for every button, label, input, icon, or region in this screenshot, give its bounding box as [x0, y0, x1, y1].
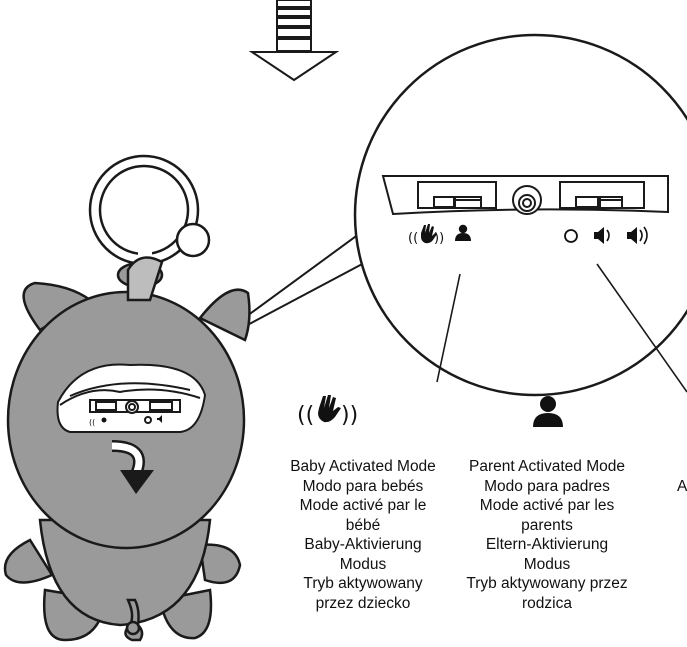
label-line: Baby Activated Mode [290, 458, 436, 475]
curved-arrow-icon [111, 440, 154, 494]
partial-label: A [677, 477, 687, 497]
svg-text:)): )) [434, 231, 444, 246]
label-line: Modus [523, 555, 571, 573]
svg-text:)): )) [341, 403, 358, 428]
leader-line-right [596, 263, 687, 393]
toy-loop [116, 256, 164, 302]
svg-text:((: (( [89, 418, 95, 427]
svg-text:((: (( [408, 231, 418, 246]
zoom-callout [235, 33, 687, 397]
speaker-high-icon [627, 226, 648, 245]
label-line: Tryb aktywowany przez [466, 575, 628, 592]
person-icon [455, 224, 471, 241]
down-arrow-icon [248, 0, 340, 82]
circle-off-icon [564, 229, 578, 243]
label-line: Eltern-Aktivierung [485, 536, 609, 553]
label-line: Tryb aktywowany [303, 575, 423, 592]
baby-mode-label: Baby Activated Mode Modo para bebés Mode… [268, 457, 458, 613]
parent-mode-label: Parent Activated Mode Modo para padres M… [452, 457, 642, 613]
label-line: parents [521, 516, 573, 534]
toy-opening: (( [56, 363, 207, 433]
label-line: bébé [345, 516, 381, 534]
label-line: Modus [339, 555, 387, 573]
hand-sound-icon-large: (( )) [297, 395, 358, 428]
label-line: przez dziecko [315, 594, 411, 612]
label-line: rodzica [522, 594, 572, 612]
label-line: Parent Activated Mode [469, 458, 625, 475]
hand-sound-icon: (( )) [408, 224, 444, 246]
speaker-low-icon [594, 227, 610, 244]
toy-ring [88, 154, 211, 272]
label-line: Mode activé par les [479, 497, 615, 514]
label-line: Mode activé par le [299, 497, 427, 514]
label-line: Modo para bebés [302, 477, 424, 495]
label-line: Baby-Aktivierung [304, 536, 422, 553]
toy-body [3, 281, 251, 642]
label-line: Modo para padres [484, 477, 610, 495]
label-line: A [677, 478, 687, 495]
svg-text:((: (( [297, 403, 314, 428]
person-icon-large [533, 396, 563, 427]
switch-panel-zoomed [381, 175, 669, 216]
leader-line-left [436, 273, 461, 383]
